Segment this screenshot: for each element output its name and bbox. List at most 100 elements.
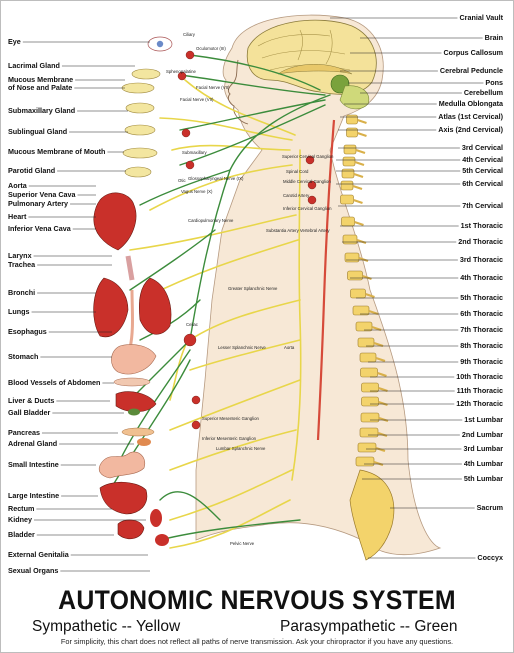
gallbladder-organ	[128, 408, 140, 416]
vertebra	[350, 288, 375, 299]
heart-organ	[93, 192, 137, 251]
esophagus-organ	[128, 289, 134, 349]
vertebra	[355, 321, 382, 332]
large-intestine-organ	[99, 481, 148, 515]
face-profile	[227, 59, 249, 125]
label-l2: 2nd Lumbar	[462, 430, 503, 439]
label-esophagus: Esophagus	[8, 327, 47, 336]
inner-label-ciliary: Ciliary	[183, 32, 196, 37]
label-mucous-mouth: Mucous Membrane of Mouth	[8, 147, 105, 156]
head-glands	[121, 68, 161, 178]
blood-vessel-organ	[113, 377, 151, 387]
vertebra	[342, 156, 365, 167]
label-stomach: Stomach	[8, 352, 38, 361]
label-aorta: Aorta	[8, 181, 28, 190]
vertebra	[340, 180, 363, 191]
label-atlas: Atlas (1st Cervical)	[438, 112, 503, 121]
inner-label-carotid-artery: Carotid Artery	[283, 193, 310, 198]
vertebra	[357, 442, 386, 453]
adrenal-organ	[137, 438, 151, 446]
label-medulla-oblongata: Medulla Oblongata	[439, 99, 504, 108]
label-trachea: Trachea	[8, 260, 36, 269]
label-t7: 7th Thoracic	[460, 325, 503, 334]
label-pulmonary-artery: Pulmonary Artery	[8, 199, 68, 208]
vertebra	[347, 270, 372, 281]
legend-sympathetic: Sympathetic -- Yellow	[32, 618, 181, 635]
spinal-cord	[316, 119, 336, 441]
label-submaxillary-gland: Submaxillary Gland	[8, 106, 75, 115]
label-l1: 1st Lumbar	[464, 415, 503, 424]
label-cerebellum: Cerebellum	[464, 88, 503, 97]
label-l3: 3rd Lumbar	[463, 444, 503, 453]
vertebra	[361, 382, 388, 393]
footnote: For simplicity, this chart does not refl…	[60, 637, 454, 646]
label-eye: Eye	[8, 37, 21, 46]
inner-label-celiac: Celiac	[186, 322, 199, 327]
label-t3: 3rd Thoracic	[460, 255, 503, 264]
inner-label-otic: Otic	[178, 178, 186, 183]
bladder-organ	[117, 519, 145, 540]
body-silhouette	[195, 14, 442, 556]
label-t4: 4th Thoracic	[460, 273, 503, 282]
inner-label-superior-cervical: Superior Cervical Ganglion	[282, 154, 334, 159]
label-corpus-callosum: Corpus Callosum	[443, 48, 503, 57]
inner-label-lumbar-splanchnic: Lumbar Splanchnic Nerve	[216, 446, 266, 451]
label-lacrimal-gland: Lacrimal Gland	[8, 61, 60, 70]
inner-label-lesser-splanchnic: Lesser Splanchnic Nerve	[218, 345, 266, 350]
label-t8: 8th Thoracic	[460, 341, 503, 350]
inner-label-vagus: Vagus Nerve (X)	[181, 189, 213, 194]
label-external-genitalia: External Genitalia	[8, 550, 70, 559]
inner-label-aorta-inner: Aorta	[284, 345, 295, 350]
label-c3: 3rd Cervical	[462, 143, 503, 152]
vertebra	[346, 114, 367, 125]
label-bronchi: Bronchi	[8, 288, 35, 297]
inner-label-greater-splanchnic: Greater Splanchnic Nerve	[228, 286, 278, 291]
vertebra	[342, 234, 367, 245]
label-t9: 9th Thoracic	[460, 357, 503, 366]
label-t10: 10th Thoracic	[456, 372, 503, 381]
vertebra	[360, 367, 387, 378]
label-coccyx: Coccyx	[477, 553, 503, 562]
label-c6: 6th Cervical	[462, 179, 503, 188]
label-l4: 4th Lumbar	[464, 459, 503, 468]
label-parotid-gland: Parotid Gland	[8, 166, 55, 175]
vertebra	[346, 127, 367, 138]
label-axis: Axis (2nd Cervical)	[438, 125, 503, 134]
label-c5: 5th Cervical	[462, 166, 503, 175]
label-larynx: Larynx	[8, 251, 32, 260]
label-t2: 2nd Thoracic	[458, 237, 503, 246]
label-gall-bladder: Gall Bladder	[8, 408, 51, 417]
label-mucous-nose-1: Mucous Membrane	[8, 75, 73, 84]
label-l5: 5th Lumbar	[464, 474, 503, 483]
inner-label-middle-cervical: Middle Cervical Ganglion	[283, 179, 331, 184]
label-t5: 5th Thoracic	[460, 293, 503, 302]
label-t1: 1st Thoracic	[461, 221, 503, 230]
vertebra	[343, 144, 366, 155]
label-kidney: Kidney	[8, 515, 32, 524]
vertebra	[352, 305, 379, 316]
label-adrenal-gland: Adrenal Gland	[8, 439, 57, 448]
inner-label-sphenopalatine: Sphenopalatine	[166, 69, 196, 74]
inner-label-submaxillary: Submaxillary	[182, 150, 207, 155]
inner-label-glossopharyngeal: Glossopharyngeal Nerve (IX)	[188, 176, 244, 181]
sacrum-shape	[349, 469, 395, 561]
label-pancreas: Pancreas	[8, 428, 40, 437]
label-sacrum: Sacrum	[477, 503, 503, 512]
ganglia	[177, 50, 317, 430]
vertebra	[341, 168, 364, 179]
inner-label-inferior-mesenteric: Inferior Mesenteric Ganglion	[202, 436, 257, 441]
label-blood-vessels-abdomen: Blood Vessels of Abdomen	[8, 378, 100, 387]
kidney-organ	[150, 509, 162, 527]
vertebra	[344, 252, 369, 263]
vertebra	[341, 216, 364, 227]
inner-label-cardiopulmonary: Cardiopulmonary Nerve	[188, 218, 234, 223]
label-heart: Heart	[8, 212, 27, 221]
label-small-intestine: Small Intestine	[8, 460, 59, 469]
inner-label-superior-mesenteric: Superior Mesenteric Ganglion	[202, 416, 259, 421]
label-inferior-vena-cava: Inferior Vena Cava	[8, 224, 72, 233]
label-large-intestine: Large Intestine	[8, 491, 59, 500]
